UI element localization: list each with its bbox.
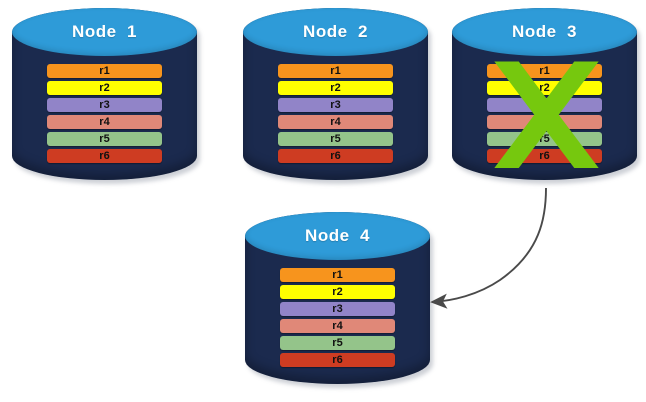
row-bar-r4[interactable]: r4 xyxy=(487,115,602,129)
row-label: r2 xyxy=(539,81,550,94)
row-bar-r5[interactable]: r5 xyxy=(280,336,395,350)
row-label: r1 xyxy=(332,268,343,281)
row-bar-r5[interactable]: r5 xyxy=(487,132,602,146)
node-rows: r1 r2 r3 r4 r5 r6 xyxy=(12,64,197,163)
row-bar-r5[interactable]: r5 xyxy=(278,132,393,146)
node-top-disc xyxy=(12,8,197,56)
row-bar-r3[interactable]: r3 xyxy=(280,302,395,316)
row-label: r3 xyxy=(332,302,343,315)
node-rows: r1 r2 r3 r4 r5 r6 xyxy=(452,64,637,163)
row-bar-r5[interactable]: r5 xyxy=(47,132,162,146)
node-label: Node 2 xyxy=(303,22,368,41)
node-label: Node 3 xyxy=(512,22,577,41)
row-label: r6 xyxy=(330,149,341,162)
row-label: r6 xyxy=(539,149,550,162)
node-rows: r1 r2 r3 r4 r5 r6 xyxy=(243,64,428,163)
node-label: Node 1 xyxy=(72,22,137,41)
row-bar-r6[interactable]: r6 xyxy=(487,149,602,163)
row-label: r1 xyxy=(330,64,341,77)
row-bar-r1[interactable]: r1 xyxy=(278,64,393,78)
row-label: r3 xyxy=(99,98,110,111)
row-bar-r4[interactable]: r4 xyxy=(278,115,393,129)
node-cylinder-2[interactable]: Node 2 r1 r2 r3 r4 r5 r6 xyxy=(243,8,431,184)
row-label: r4 xyxy=(539,115,550,128)
row-label: r3 xyxy=(539,98,550,111)
row-label: r4 xyxy=(332,319,343,332)
row-bar-r1[interactable]: r1 xyxy=(487,64,602,78)
row-bar-r1[interactable]: r1 xyxy=(280,268,395,282)
row-bar-r4[interactable]: r4 xyxy=(280,319,395,333)
row-bar-r6[interactable]: r6 xyxy=(47,149,162,163)
node-cylinder-1[interactable]: Node 1 r1 r2 r3 r4 r5 r6 xyxy=(12,8,200,184)
row-label: r4 xyxy=(99,115,110,128)
row-label: r6 xyxy=(99,149,110,162)
row-bar-r6[interactable]: r6 xyxy=(278,149,393,163)
row-label: r4 xyxy=(330,115,341,128)
row-label: r1 xyxy=(99,64,110,77)
row-label: r2 xyxy=(332,285,343,298)
node-top-disc xyxy=(245,212,430,260)
node-top-disc xyxy=(452,8,637,56)
row-bar-r2[interactable]: r2 xyxy=(487,81,602,95)
node-cylinder-4[interactable]: Node 4 r1 r2 r3 r4 r5 r6 xyxy=(245,212,433,388)
row-label: r5 xyxy=(99,132,110,145)
row-label: r6 xyxy=(332,353,343,366)
row-label: r2 xyxy=(330,81,341,94)
row-label: r5 xyxy=(332,336,343,349)
node-top-disc xyxy=(243,8,428,56)
node-label: Node 4 xyxy=(305,226,370,245)
row-bar-r3[interactable]: r3 xyxy=(278,98,393,112)
failover-arrow xyxy=(430,187,547,309)
row-bar-r1[interactable]: r1 xyxy=(47,64,162,78)
row-label: r2 xyxy=(99,81,110,94)
row-bar-r6[interactable]: r6 xyxy=(280,353,395,367)
node-cylinder-3[interactable]: Node 3 r1 r2 r3 r4 r5 r6 xyxy=(452,8,640,184)
node-rows: r1 r2 r3 r4 r5 r6 xyxy=(245,268,430,367)
row-label: r3 xyxy=(330,98,341,111)
row-bar-r3[interactable]: r3 xyxy=(487,98,602,112)
row-bar-r4[interactable]: r4 xyxy=(47,115,162,129)
row-label: r5 xyxy=(330,132,341,145)
row-bar-r2[interactable]: r2 xyxy=(278,81,393,95)
row-bar-r2[interactable]: r2 xyxy=(280,285,395,299)
row-bar-r2[interactable]: r2 xyxy=(47,81,162,95)
row-label: r1 xyxy=(539,64,550,77)
row-label: r5 xyxy=(539,132,550,145)
row-bar-r3[interactable]: r3 xyxy=(47,98,162,112)
